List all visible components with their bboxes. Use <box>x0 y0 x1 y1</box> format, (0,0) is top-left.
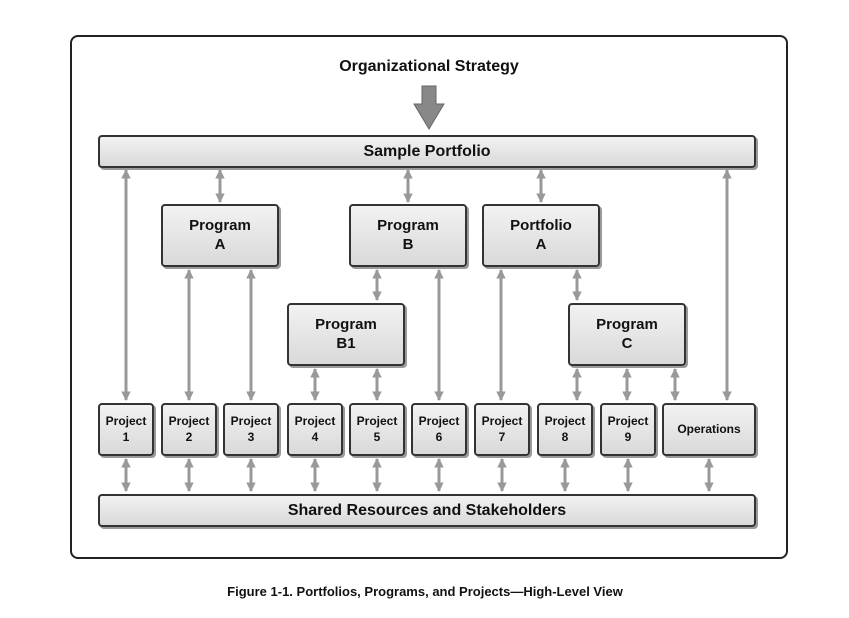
project-2-number: 2 <box>185 429 193 444</box>
program-b-id: B <box>402 235 414 253</box>
project-4-number: 4 <box>311 429 319 444</box>
program-a-label: Program <box>189 216 251 234</box>
project-7-label: Project <box>481 413 523 428</box>
project-1-label: Project <box>105 413 147 428</box>
sample-portfolio-box: Sample Portfolio <box>98 135 756 168</box>
operations-label: Operations <box>677 421 741 436</box>
project-7-number: 7 <box>498 429 506 444</box>
project-6-label: Project <box>418 413 460 428</box>
program-b1-label: Program <box>315 315 377 333</box>
sample-portfolio-label: Sample Portfolio <box>363 142 491 160</box>
project-1-number: 1 <box>122 429 130 444</box>
project-4-label: Project <box>294 413 336 428</box>
figure-caption: Figure 1-1. Portfolios, Programs, and Pr… <box>227 584 623 599</box>
diagram-frame <box>70 35 788 559</box>
portfolio-a-label: Portfolio <box>510 216 572 234</box>
project-6-number: 6 <box>435 429 443 444</box>
portfolio-a-id: A <box>535 235 547 253</box>
program-b1-id: B1 <box>336 334 356 352</box>
operations-box: Operations <box>662 403 756 456</box>
project-5-number: 5 <box>373 429 381 444</box>
project-9-number: 9 <box>624 429 632 444</box>
program-b-label: Program <box>377 216 439 234</box>
shared-resources-box: Shared Resources and Stakeholders <box>98 494 756 527</box>
project-2-label: Project <box>168 413 210 428</box>
organizational-strategy-title: Organizational Strategy <box>339 58 519 75</box>
program-a-id: A <box>214 235 226 253</box>
project-8-label: Project <box>544 413 586 428</box>
project-5-label: Project <box>356 413 398 428</box>
program-c-label: Program <box>596 315 658 333</box>
project-8-number: 8 <box>561 429 569 444</box>
project-9-label: Project <box>607 413 649 428</box>
project-3-number: 3 <box>247 429 255 444</box>
shared-resources-label: Shared Resources and Stakeholders <box>287 501 567 519</box>
program-c-id: C <box>621 334 633 352</box>
project-3-label: Project <box>230 413 272 428</box>
